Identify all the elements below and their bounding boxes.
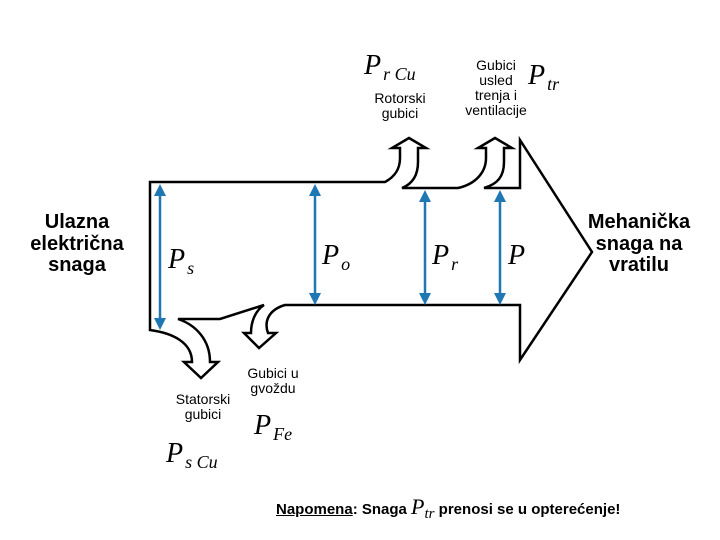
label-friction-losses: Gubici usled trenja i ventilacije: [465, 57, 527, 119]
measure-arrow-po: [309, 184, 321, 305]
footnote: Napomena: Snaga Ptr prenosi se u optereć…: [276, 494, 621, 522]
main-flow-outline: [148, 135, 594, 380]
footnote-middle: : Snaga: [352, 501, 412, 518]
footnote-suffix: prenosi se u opterećenje!: [434, 501, 621, 518]
symbol-p: P: [508, 240, 526, 271]
measure-arrow-p: [494, 190, 506, 305]
measure-arrow-ps: [154, 184, 166, 330]
label-rotor-losses: Rotorski gubici: [374, 90, 426, 122]
footnote-prefix: Napomena: [276, 501, 353, 518]
label-stator-losses: Statorski gubici: [175, 391, 231, 423]
footnote-symbol: Ptr: [411, 494, 435, 522]
label-iron-losses: Gubici u gvoždu: [247, 365, 299, 397]
label-output-power: Mehanička snaga na vratilu: [587, 211, 691, 277]
label-input-power: Ulazna električna snaga: [30, 211, 124, 277]
measure-arrow-pr: [419, 190, 431, 305]
